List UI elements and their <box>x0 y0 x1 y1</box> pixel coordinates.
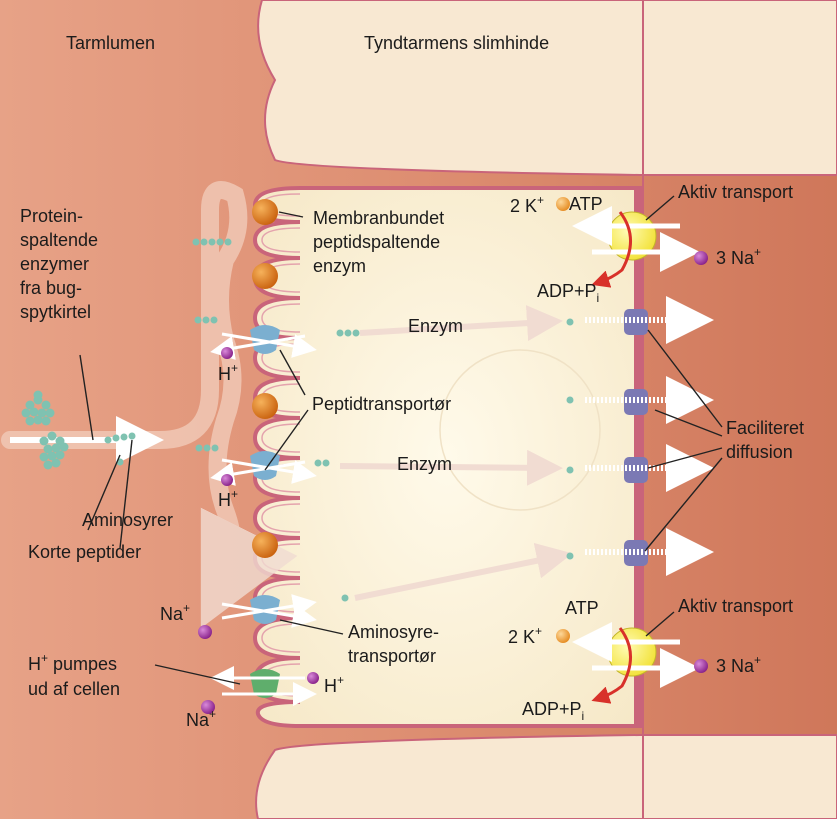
molecule-bead <box>26 417 35 426</box>
molecule-bead <box>56 451 65 460</box>
active-transport-label-bottom: Aktiv transport <box>678 596 793 616</box>
molecule-bead <box>567 553 574 560</box>
molecule-bead <box>342 595 349 602</box>
molecule-bead <box>105 437 112 444</box>
molecule-bead <box>129 433 136 440</box>
enzyme-label-1: Enzym <box>408 316 463 336</box>
sodium-ion <box>694 659 708 673</box>
h-pump-label-line2: ud af cellen <box>28 679 120 699</box>
molecule-bead <box>201 239 208 246</box>
molecule-bead <box>212 445 219 452</box>
short-peptides-label: Korte peptider <box>28 542 141 562</box>
sodium-ion <box>198 625 212 639</box>
molecule-bead <box>48 432 57 441</box>
molecule-bead <box>193 239 200 246</box>
sodium-ion <box>694 251 708 265</box>
molecule-bead <box>30 408 39 417</box>
molecule-bead <box>22 409 31 418</box>
molecule-bead <box>567 467 574 474</box>
molecule-bead <box>60 443 69 452</box>
molecule-bead <box>42 401 51 410</box>
molecule-bead <box>46 409 55 418</box>
molecule-bead <box>211 317 218 324</box>
molecule-bead <box>353 330 360 337</box>
molecule-bead <box>323 460 330 467</box>
lumen-label: Tarmlumen <box>66 33 155 53</box>
mucosa-top <box>258 0 837 175</box>
amino-acids-label: Aminosyrer <box>82 510 173 530</box>
molecule-bead <box>121 434 128 441</box>
molecule-bead <box>113 435 120 442</box>
molecule-bead <box>225 239 232 246</box>
mucosa-bottom <box>256 735 837 819</box>
molecule-bead <box>337 330 344 337</box>
molecule-bead <box>204 445 211 452</box>
molecule-bead <box>34 391 43 400</box>
molecule-bead <box>203 317 210 324</box>
molecule-bead <box>567 319 574 326</box>
potassium-ion <box>556 629 570 643</box>
atp-label-top: ATP <box>569 194 603 214</box>
atp-label-bottom: ATP <box>565 598 599 618</box>
molecule-bead <box>345 330 352 337</box>
active-transport-label-top: Aktiv transport <box>678 182 793 202</box>
hydrogen-ion <box>307 672 319 684</box>
mucosa-label: Tyndtarmens slimhinde <box>364 33 549 53</box>
molecule-bead <box>196 445 203 452</box>
membrane-enzyme <box>252 393 278 419</box>
molecule-bead <box>315 460 322 467</box>
potassium-ion <box>556 197 570 211</box>
membrane-enzyme <box>252 263 278 289</box>
molecule-bead <box>40 453 49 462</box>
molecule-bead <box>195 317 202 324</box>
molecule-bead <box>34 416 43 425</box>
molecule-bead <box>40 437 49 446</box>
molecule-bead <box>42 417 51 426</box>
molecule-bead <box>44 461 53 470</box>
membrane-enzyme <box>252 532 278 558</box>
hydrogen-ion <box>221 347 233 359</box>
molecule-bead <box>217 239 224 246</box>
peptide-transporter-label: Peptidtransportør <box>312 394 451 414</box>
membrane-enzyme <box>252 199 278 225</box>
molecule-bead <box>567 397 574 404</box>
molecule-bead <box>209 239 216 246</box>
enzyme-label-2: Enzym <box>397 454 452 474</box>
hydrogen-ion <box>221 474 233 486</box>
molecule-bead <box>52 459 61 468</box>
